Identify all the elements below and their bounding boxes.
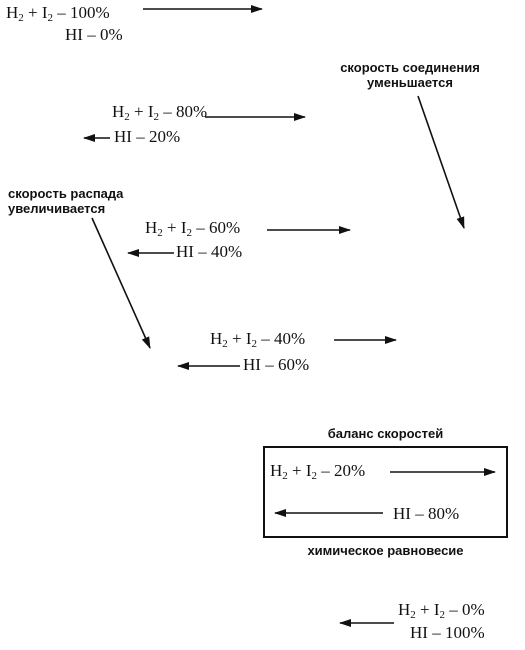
equilibrium-label: химическое равновесие: [307, 543, 464, 558]
stage-5-reactant: H2 + I2 – 20%: [270, 461, 366, 482]
stage-2-reactant-percent: 80%: [176, 102, 208, 121]
stage-1-product: HI – 0%: [65, 25, 123, 44]
stage-2-product-percent: 20%: [148, 127, 181, 146]
stage-5-product-percent: 80%: [427, 504, 460, 523]
stage-3-reactant-percent: 60%: [209, 218, 241, 237]
stage-1-reactant-percent: 100%: [70, 3, 110, 22]
stage-3-product-percent: 40%: [210, 242, 243, 261]
stage-6-reactant-percent: 0%: [462, 600, 485, 619]
equilibrium-box: [263, 446, 508, 538]
stage-3-product: HI – 40%: [176, 242, 243, 261]
stage-2-product: HI – 20%: [114, 127, 181, 146]
reverse-rate-note: скорость распада увеличивается: [8, 186, 124, 216]
stage-5-reactant-percent: 20%: [334, 461, 366, 480]
stage-6-reactant: H2 + I2 – 0%: [398, 600, 485, 621]
stage-1-reactant: H2 + I2 – 100%: [6, 3, 110, 24]
stage-4-reactant: H2 + I2 – 40%: [210, 329, 306, 350]
i-symbol: I: [41, 3, 48, 22]
h-symbol: H: [6, 3, 19, 22]
stage-6-product-percent: 100%: [444, 623, 485, 642]
forward-rate-note: скорость соединения уменьшается: [340, 60, 480, 90]
stage-3-reactant: H2 + I2 – 60%: [145, 218, 241, 239]
stage-1-product-percent: 0%: [99, 25, 123, 44]
stage-4-reactant-percent: 40%: [274, 329, 306, 348]
balance-label: баланс скоростей: [327, 426, 444, 441]
stage-5-product: HI – 80%: [393, 504, 460, 523]
forward-rate-decrease-arrow: [417, 95, 465, 229]
reverse-rate-increase-arrow: [91, 217, 151, 349]
stage-2-reactant: H2 + I2 – 80%: [112, 102, 208, 123]
stage-4-product-percent: 60%: [277, 355, 310, 374]
stage-6-product: HI – 100%: [410, 623, 485, 642]
stage-4-product: HI – 60%: [243, 355, 310, 374]
